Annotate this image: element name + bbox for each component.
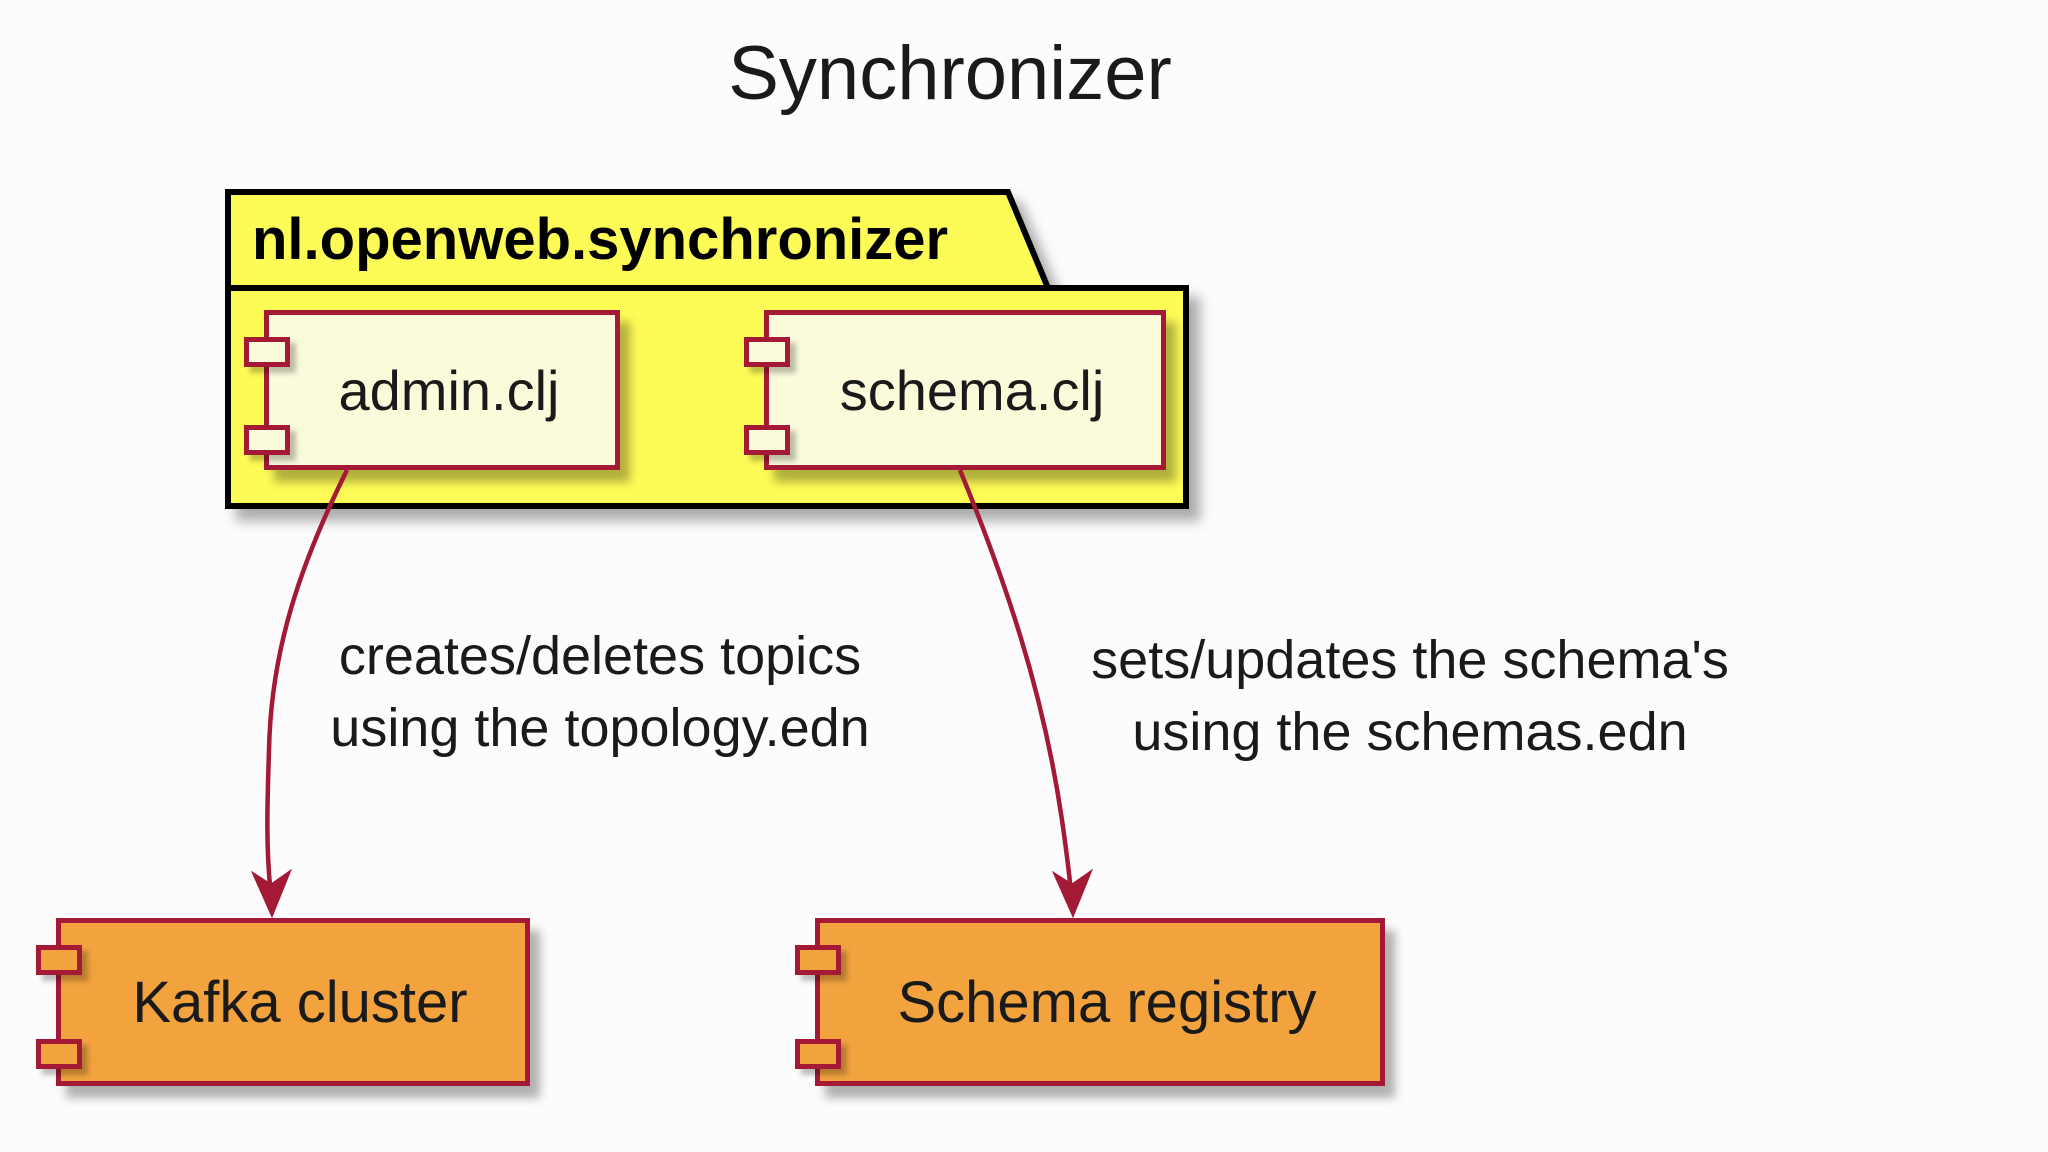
component-kafka-cluster: Kafka cluster <box>36 918 530 1086</box>
component-schema-clj-label: schema.clj <box>839 358 1105 422</box>
component-admin-clj: admin.clj <box>244 310 620 470</box>
arrowhead-icon <box>1051 868 1094 919</box>
component-port-icon <box>744 337 790 367</box>
edge-label-line: creates/deletes topics <box>338 626 862 686</box>
component-port-icon <box>744 425 790 455</box>
component-admin-clj-label: admin.clj <box>338 358 560 422</box>
edge-label-line: using the schemas.edn <box>1132 702 1688 762</box>
edge-label-admin-kafka: creates/deletes topics using the topolog… <box>230 620 970 764</box>
component-schema-registry: Schema registry <box>795 918 1385 1086</box>
component-port-icon <box>244 425 290 455</box>
component-schema-registry-label: Schema registry <box>897 969 1317 1035</box>
component-schema-clj: schema.clj <box>744 310 1166 470</box>
component-kafka-cluster-label: Kafka cluster <box>132 969 468 1035</box>
edge-label-line: sets/updates the schema's <box>1091 630 1729 690</box>
edge-label-schema-registry: sets/updates the schema's using the sche… <box>1040 624 1780 768</box>
component-port-icon <box>36 1039 82 1069</box>
component-port-icon <box>795 1039 841 1069</box>
component-port-icon <box>795 945 841 975</box>
component-port-icon <box>244 337 290 367</box>
component-port-icon <box>36 945 82 975</box>
diagram-title: Synchronizer <box>728 31 1172 116</box>
edge-label-line: using the topology.edn <box>330 698 870 758</box>
package-name: nl.openweb.synchronizer <box>252 207 949 272</box>
arrowhead-icon <box>250 868 293 919</box>
